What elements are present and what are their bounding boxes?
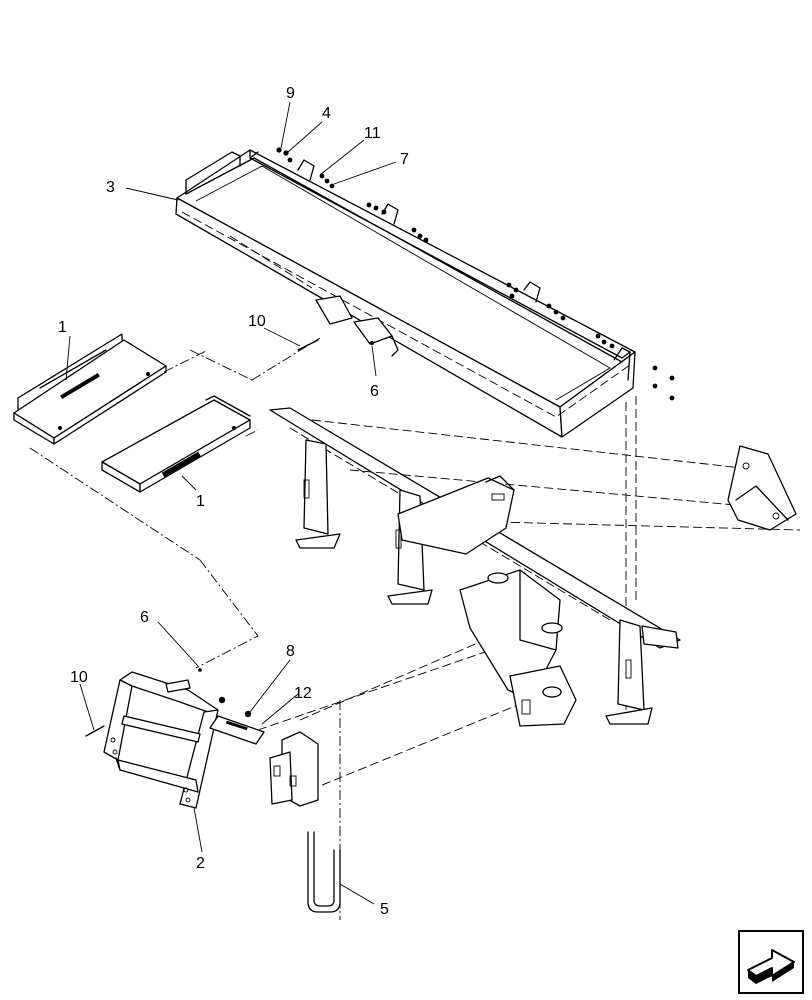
callout-1-lower: 1 [196, 493, 205, 510]
step-ladder-part-2 [103, 671, 219, 809]
callout-5: 5 [380, 901, 389, 918]
callout-11: 11 [364, 125, 381, 142]
callout-3: 3 [106, 179, 115, 196]
callout-10-upper: 10 [248, 313, 266, 330]
callouts: 9 4 11 7 3 1 10 6 1 6 8 10 12 2 5 [58, 85, 409, 918]
next-page-button[interactable] [738, 930, 804, 994]
callout-2: 2 [196, 855, 205, 872]
callout-10-lower: 10 [70, 669, 88, 686]
callout-6-lower: 6 [140, 609, 149, 626]
hardware-8-10-6 [85, 668, 252, 737]
callout-1-upper: 1 [58, 319, 67, 336]
tray-part-3 [175, 147, 675, 438]
leader-lines [65, 101, 397, 905]
mount-bracket [269, 731, 319, 807]
callout-4: 4 [322, 105, 331, 122]
cover-plate-1-upper [13, 333, 167, 445]
callout-8: 8 [286, 643, 295, 660]
next-page-arrow-icon [738, 930, 804, 994]
callout-9: 9 [286, 85, 295, 102]
callout-12: 12 [294, 685, 312, 702]
u-bolt-part-5 [307, 831, 341, 913]
callout-6-upper: 6 [370, 383, 379, 400]
pin-part-10-upper [297, 339, 319, 351]
strap-part-12 [209, 715, 265, 745]
frame-assembly [269, 407, 801, 727]
cover-plate-1-lower [101, 395, 251, 493]
callout-7: 7 [400, 151, 409, 168]
